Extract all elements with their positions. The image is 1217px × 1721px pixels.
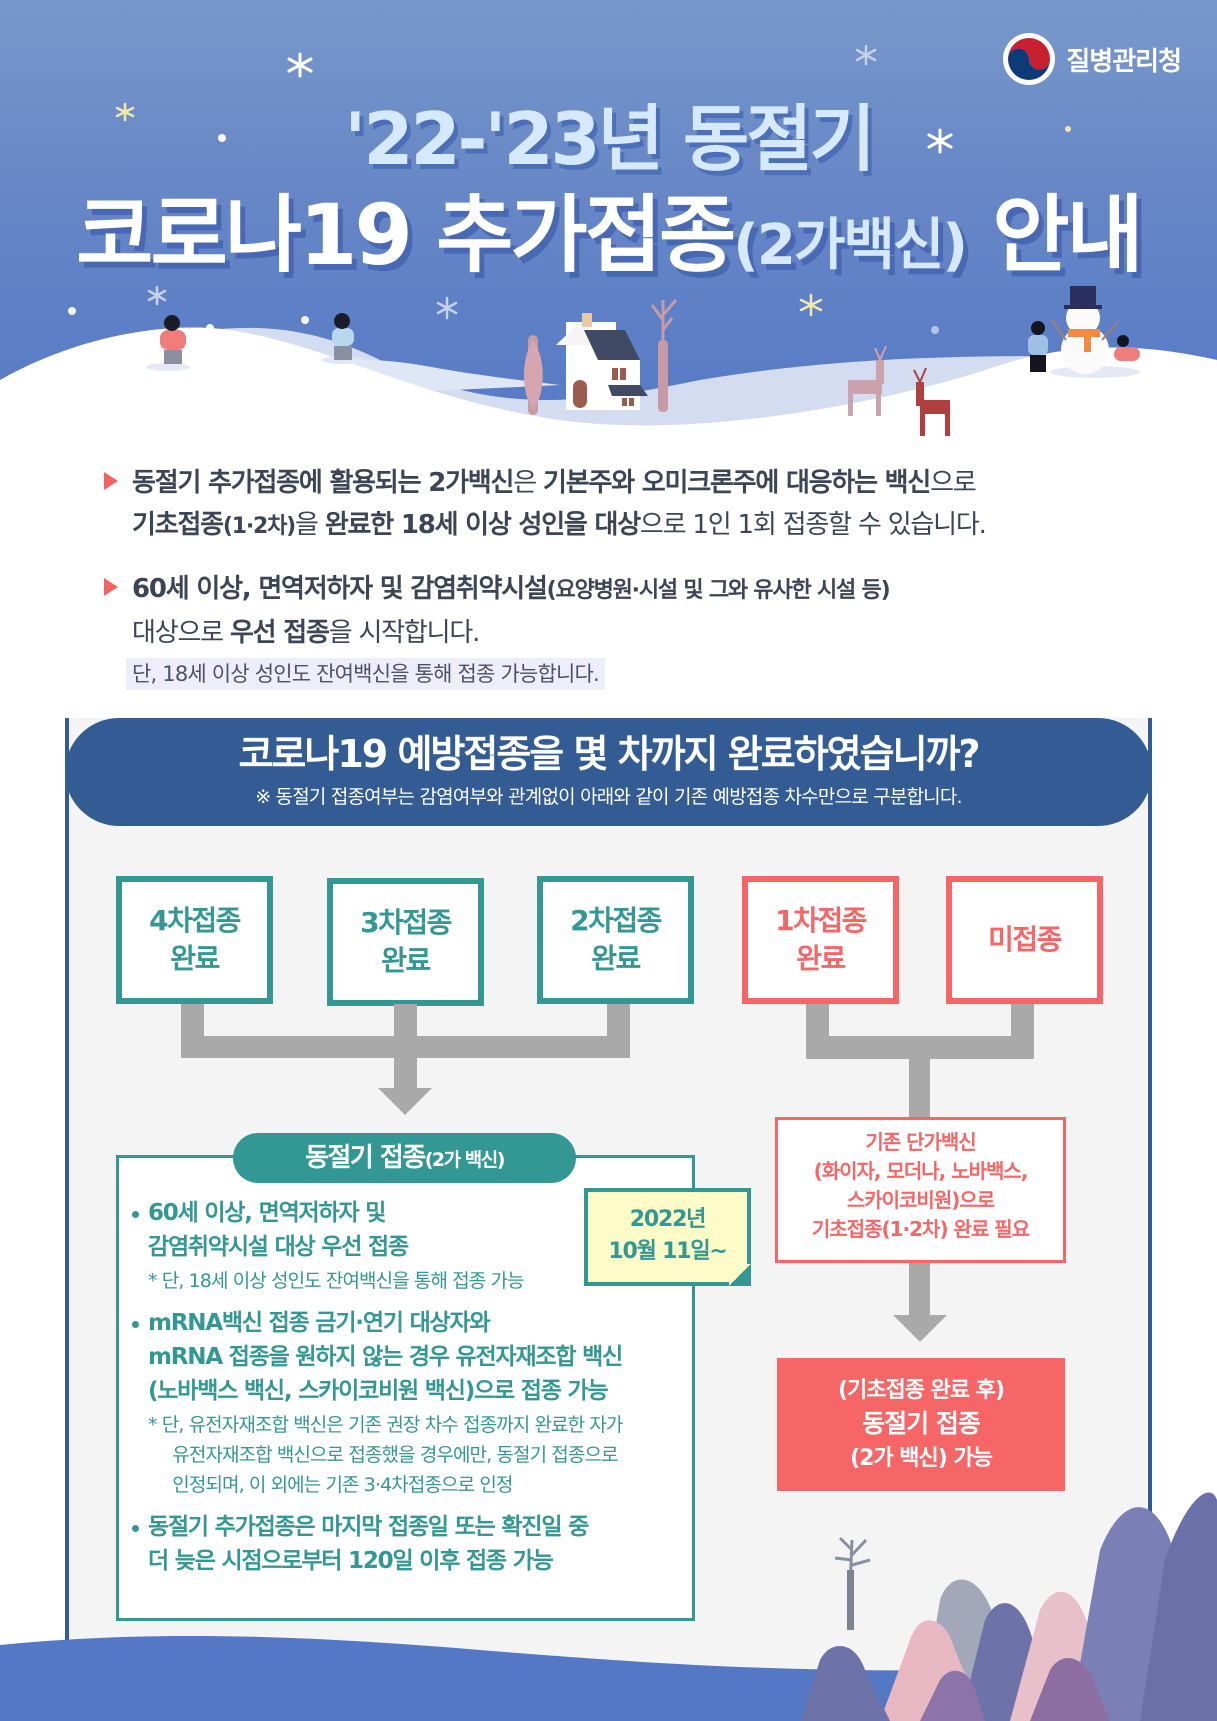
prereq-text: (화이자, 모더나, 노바백스, <box>813 1159 1029 1183</box>
result-text: (기초접종 완료 후) <box>837 1378 1005 1403</box>
start-date-year: 2022년 <box>629 1207 707 1232</box>
hero-banner: 질병관리청 '22-'23년 동절기 코로나19 추가접종(2가백신) 안내 <box>0 0 1217 440</box>
status-label: 미접종 <box>988 923 1062 956</box>
text: 으로 <box>930 468 977 498</box>
start-date-note: 2022년 10월 11일~ <box>584 1188 751 1286</box>
mountains-illustration <box>800 1492 1217 1721</box>
winter-vaccination-tab: 동절기 접종(2가 백신) <box>233 1133 576 1183</box>
item-text: mRNA 접종을 원하지 않는 경우 유전자재조합 백신 <box>148 1344 623 1370</box>
item-text: (노바백스 백신, 스카이코비원 백신)으로 접종 가능 <box>148 1378 609 1404</box>
bold-text: 기초접종 <box>132 510 224 540</box>
text: 을 <box>295 510 325 540</box>
arrow-down-icon <box>378 1088 432 1115</box>
bullet-dot-icon <box>132 1211 139 1218</box>
title-season: '22-'23년 동절기 <box>344 97 875 181</box>
item-footnote: 유전자재조합 백신으로 접종했을 경우에만, 동절기 접종으로 <box>172 1444 618 1466</box>
connector-line <box>909 1059 930 1117</box>
panel-question-note: ※ 동절기 접종여부는 감염여부와 관계없이 아래와 같이 기존 예방접종 차수… <box>255 786 962 808</box>
title-main: 코로나19 추가접종(2가백신) 안내 <box>0 168 1217 289</box>
item-text: mRNA백신 접종 금기·연기 대상자와 <box>148 1310 491 1336</box>
intro-bullets: 동절기 추가접종에 활용되는 2가백신은 기본주와 오미크론주에 대응하는 백신… <box>100 462 1130 710</box>
start-date-day: 10월 11일~ <box>608 1239 727 1264</box>
bold-text: 우선 접종 <box>229 618 330 648</box>
connector-line <box>806 1036 1034 1059</box>
triangle-bullet-icon <box>104 472 118 490</box>
status-label: 2차접종 <box>570 904 662 937</box>
bold-text: 동절기 추가접종에 활용되는 2가백신 <box>132 468 514 498</box>
intro-line: 60세 이상, 면역저하자 및 감염취약시설(요양병원·시설 및 그와 유사한 … <box>132 568 1130 612</box>
text: 은 <box>513 468 544 498</box>
winter-item: mRNA백신 접종 금기·연기 대상자와 mRNA 접종을 원하지 않는 경우 유… <box>130 1306 690 1500</box>
intro-line: 동절기 추가접종에 활용되는 2가백신은 기본주와 오미크론주에 대응하는 백신… <box>132 462 1130 504</box>
result-text: (2가 백신) 가능 <box>850 1446 993 1471</box>
title-guide-text: 안내 <box>992 186 1144 284</box>
item-footnote: 인정되며, 이 외에는 기존 3·4차접종으로 인정 <box>172 1474 513 1496</box>
arrow-down-icon <box>893 1315 947 1342</box>
folded-corner-icon <box>729 1264 751 1286</box>
panel-question: 코로나19 예방접종을 몇 차까지 완료하였습니까? <box>238 732 980 776</box>
item-text: 감염취약시설 대상 우선 접종 <box>148 1234 409 1260</box>
prereq-text: 기존 단가백신 <box>865 1130 976 1154</box>
panel-header: 코로나19 예방접종을 몇 차까지 완료하였습니까? ※ 동절기 접종여부는 감… <box>65 718 1152 826</box>
winter-eligible-box: (기초접종 완료 후) 동절기 접종 (2가 백신) 가능 <box>777 1358 1065 1491</box>
house-illustration <box>523 299 678 415</box>
intro-line: 기초접종(1·2차)을 완료한 18세 이상 성인을 대상으로 1인 1회 접종… <box>132 504 1130 548</box>
title-main-text: 코로나19 추가접종 <box>76 186 736 284</box>
winter-tab-sub: (2가 백신) <box>424 1149 506 1171</box>
status-label: 4차접종 <box>149 904 241 937</box>
status-label: 완료 <box>170 942 220 975</box>
connector-line <box>394 1058 417 1088</box>
child-illustration <box>146 313 362 371</box>
text: 대상으로 <box>132 618 230 648</box>
bold-text: 60세 이상, 면역저하자 및 감염취약시설 <box>132 574 548 604</box>
brand-logo: 질병관리청 <box>1002 32 1182 86</box>
primary-series-required-box: 기존 단가백신 (화이자, 모더나, 노바백스, 스카이코비원)으로 기초접종(… <box>775 1117 1066 1263</box>
item-text: 동절기 추가접종은 마지막 접종일 또는 확진일 중 <box>148 1514 589 1540</box>
bold-text: (요양병원·시설 및 그와 유사한 시설 등) <box>546 578 891 603</box>
intro-bullet-2: 60세 이상, 면역저하자 및 감염취약시설(요양병원·시설 및 그와 유사한 … <box>100 568 1130 690</box>
prereq-text: 스카이코비원)으로 <box>846 1188 995 1212</box>
status-label: 1차접종 <box>775 904 867 937</box>
prereq-text: 기초접종(1·2차) 완료 필요 <box>811 1217 1030 1241</box>
text: 으로 1인 1회 접종할 수 있습니다. <box>639 510 987 540</box>
intro-bullet-1: 동절기 추가접종에 활용되는 2가백신은 기본주와 오미크론주에 대응하는 백신… <box>100 462 1130 548</box>
title-bivalent-sub: (2가백신) <box>733 213 968 278</box>
item-text: 더 늦은 시점으로부터 120일 이후 접종 가능 <box>148 1548 554 1574</box>
connector-line <box>909 1263 930 1315</box>
winter-scene-illustration <box>0 44 1217 440</box>
item-footnote: * 단, 유전자재조합 백신은 기존 권장 차수 접종까지 완료한 자가 <box>148 1414 623 1436</box>
status-label: 완료 <box>591 942 641 975</box>
bullet-dot-icon <box>132 1525 139 1532</box>
text: 을 시작합니다. <box>328 618 481 648</box>
bold-text: 완료한 18세 이상 성인을 대상 <box>324 510 641 540</box>
bold-text: 기본주와 오미크론주에 대응하는 백신 <box>543 468 931 498</box>
bold-text: (1·2차) <box>222 514 296 539</box>
result-text: 동절기 접종 <box>862 1409 981 1438</box>
item-footnote: * 단, 18세 이상 성인도 잔여백신을 통해 접종 가능 <box>148 1270 525 1292</box>
brand-name: 질병관리청 <box>1066 46 1182 77</box>
triangle-bullet-icon <box>104 578 118 596</box>
winter-tab-label: 동절기 접종 <box>305 1143 426 1173</box>
status-label: 완료 <box>381 944 431 977</box>
intro-line: 대상으로 우선 접종을 시작합니다. <box>132 612 1130 654</box>
status-box-unvaccinated: 미접종 <box>946 876 1103 1004</box>
connector-line <box>181 1036 630 1058</box>
bullet-dot-icon <box>132 1321 139 1328</box>
taegeuk-emblem-icon <box>1003 33 1056 85</box>
status-label: 완료 <box>796 942 846 975</box>
item-text: 60세 이상, 면역저하자 및 <box>148 1200 386 1226</box>
status-label: 3차접종 <box>360 906 452 939</box>
snowman-illustration <box>1028 286 1140 378</box>
intro-highlight-note: 단, 18세 이상 성인도 잔여백신을 통해 접종 가능합니다. <box>126 658 605 690</box>
deer-illustration <box>848 345 887 416</box>
snowflake-icon <box>287 52 953 154</box>
